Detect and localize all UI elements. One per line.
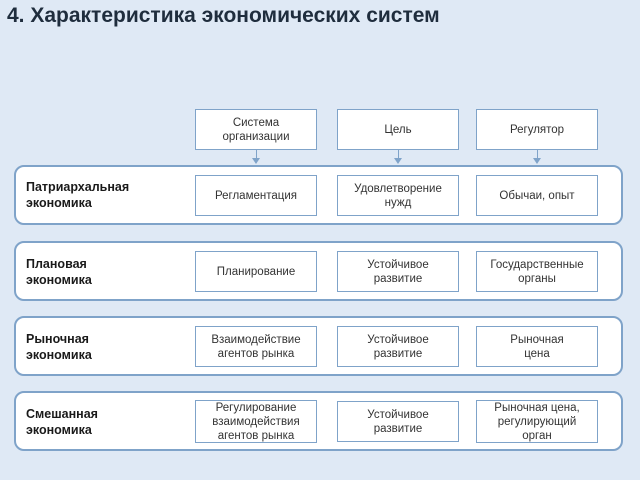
header-regulator: Регулятор (476, 109, 598, 150)
page-title: 4. Характеристика экономических систем (7, 4, 440, 27)
arrow-down-system (252, 150, 260, 164)
cell-planned-goal: Устойчивое развитие (337, 251, 459, 292)
arrow-down-regulator (533, 150, 541, 164)
row-label-patriarchal: Патриархальная экономика (26, 180, 130, 210)
header-system-organization: Система организации (195, 109, 317, 150)
cell-market-goal: Устойчивое развитие (337, 326, 459, 367)
header-goal: Цель (337, 109, 459, 150)
row-label-market: Рыночная экономика (26, 332, 92, 362)
cell-planned-regulator: Государственные органы (476, 251, 598, 292)
cell-patriarchal-regulator: Обычаи, опыт (476, 175, 598, 216)
cell-mixed-goal: Устойчивое развитие (337, 401, 459, 442)
arrow-down-goal (394, 150, 402, 164)
cell-market-regulator: Рыночная цена (476, 326, 598, 367)
row-label-mixed: Смешанная экономика (26, 407, 98, 437)
cell-market-system: Взаимодействие агентов рынка (195, 326, 317, 367)
row-label-planned: Плановая экономика (26, 257, 92, 287)
cell-planned-system: Планирование (195, 251, 317, 292)
cell-patriarchal-system: Регламентация (195, 175, 317, 216)
cell-mixed-system: Регулирование взаимодействия агентов рын… (195, 400, 317, 443)
cell-patriarchal-goal: Удовлетворение нужд (337, 175, 459, 216)
cell-mixed-regulator: Рыночная цена, регулирующий орган (476, 400, 598, 443)
